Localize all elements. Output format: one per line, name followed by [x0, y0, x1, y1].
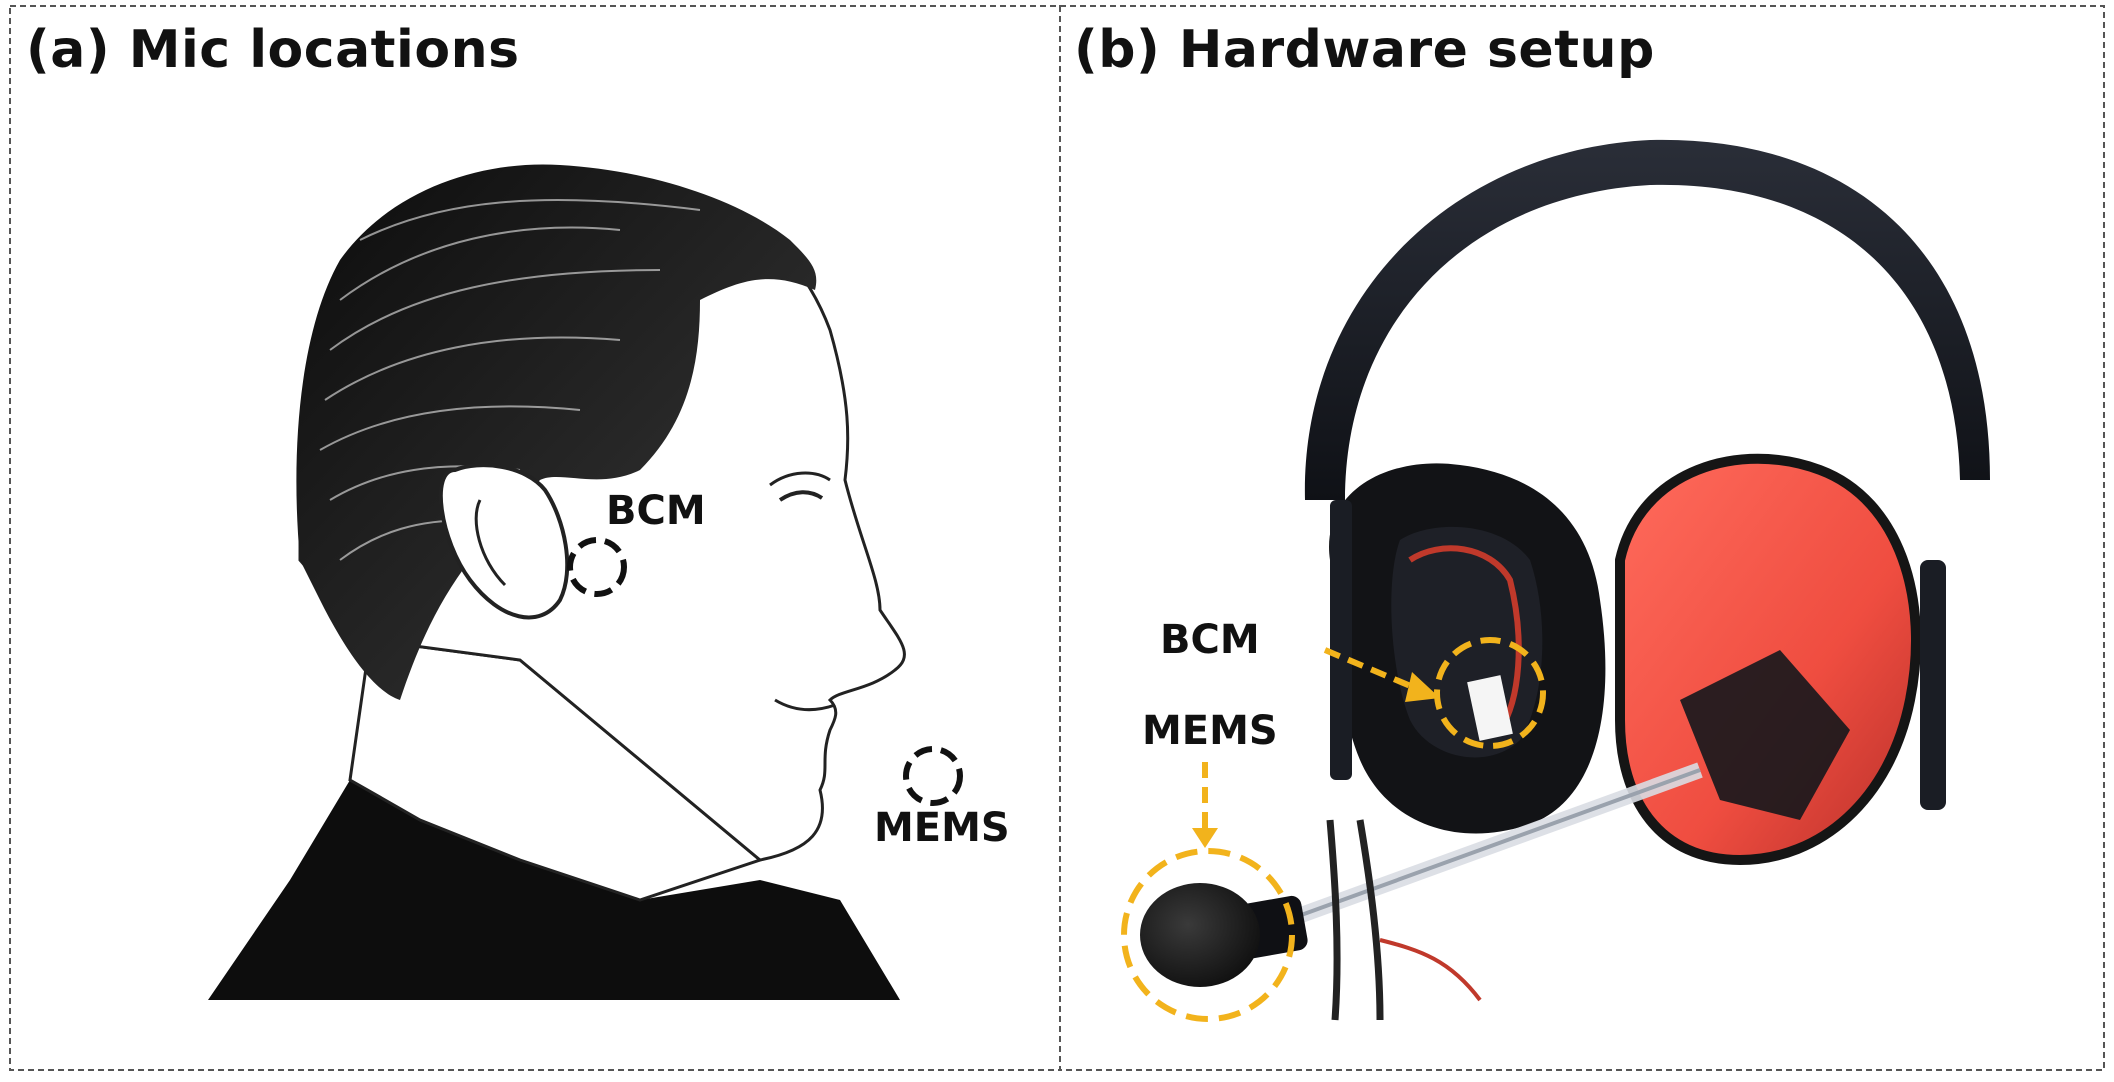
mems-label-a: MEMS [874, 805, 1010, 851]
hanging-cables [1326, 819, 1384, 1021]
headband [1304, 139, 1990, 501]
panel-b-title: (b) Hardware setup [1074, 20, 1655, 80]
bcm-marker-b [1434, 637, 1546, 749]
mems-foam-mic [1140, 883, 1260, 987]
bcm-sensor-patch [1467, 675, 1513, 741]
mems-marker-a [903, 746, 963, 806]
mems-label-b: MEMS [1142, 708, 1278, 754]
shirt [208, 780, 900, 1000]
ear [438, 463, 570, 620]
mouth [774, 698, 836, 712]
bcm-arrow-b [1323, 647, 1422, 693]
hair [296, 164, 817, 701]
panel-a-title: (a) Mic locations [26, 20, 520, 80]
right-shell-tape [1680, 650, 1850, 820]
headphone-illustration [1140, 139, 1990, 1021]
mems-marker-b [1121, 848, 1295, 1022]
bcm-marker-a [567, 537, 627, 597]
mems-arrowhead-b [1192, 828, 1218, 848]
bcm-label-a: BCM [606, 488, 706, 534]
bcm-arrowhead-b [1405, 672, 1440, 702]
bcm-label-b: BCM [1160, 617, 1260, 663]
panel-b-frame [1059, 5, 2105, 1071]
head-illustration [208, 164, 906, 1000]
eye [778, 490, 824, 502]
